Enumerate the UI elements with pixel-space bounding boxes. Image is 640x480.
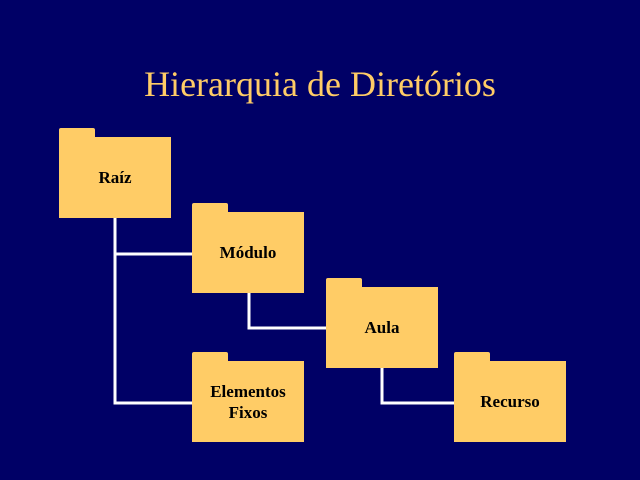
folder-label-modulo: Módulo [219, 243, 277, 262]
slide-title: Hierarquia de Diretórios [144, 64, 496, 104]
folder-recurso: Recurso [454, 352, 566, 442]
folder-modulo: Módulo [192, 203, 304, 293]
folder-body: Elementos Fixos [192, 361, 304, 442]
folder-label-elementos-fixos: Elementos Fixos [210, 381, 286, 422]
connector-raiz-elementos [113, 254, 192, 405]
folder-raiz: Raíz [59, 128, 171, 218]
connector-modulo-aula [247, 293, 326, 330]
folder-body: Raíz [59, 137, 171, 218]
folder-body: Recurso [454, 361, 566, 442]
folder-tab [326, 278, 362, 288]
connector-aula-recurso [380, 368, 454, 405]
folder-body: Módulo [192, 212, 304, 293]
connector-raiz-modulo [113, 218, 192, 256]
folder-elementos-fixos: Elementos Fixos [192, 352, 304, 442]
folder-label-recurso: Recurso [480, 392, 540, 411]
folder-tab [192, 352, 228, 362]
folder-aula: Aula [326, 278, 438, 368]
folder-tab [59, 128, 95, 138]
folder-label-raiz: Raíz [98, 168, 132, 187]
folder-label-aula: Aula [364, 318, 400, 337]
folder-body: Aula [326, 287, 438, 368]
folder-tab [454, 352, 490, 362]
folder-tab [192, 203, 228, 213]
